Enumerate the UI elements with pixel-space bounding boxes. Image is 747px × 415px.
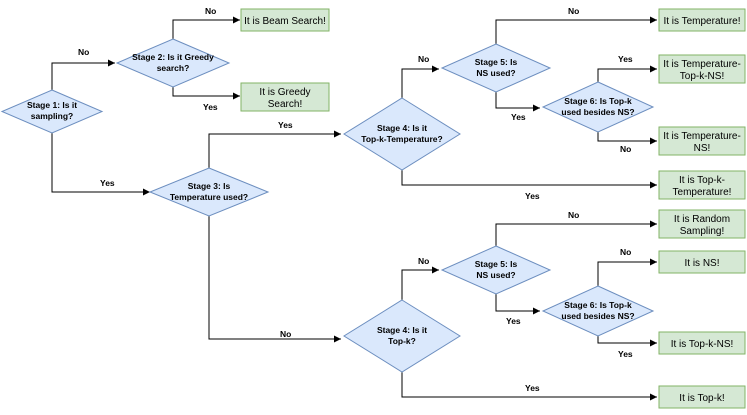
result-temperature-topk-ns: It is Temperature-Top-k-NS!	[658, 54, 746, 84]
edge-label-s6a-yes: Yes	[618, 54, 633, 64]
svg-text:It is Top-k-Temperature!: It is Top-k-Temperature!	[673, 175, 732, 198]
edge-s1-no	[51, 59, 115, 90]
result-topk-temperature: It is Top-k-Temperature!	[658, 170, 746, 200]
edge-s1-yes	[51, 133, 150, 196]
edge-label-s6b-no: No	[620, 247, 631, 257]
edge-s5a-no	[495, 16, 657, 44]
edge-label-s5a-no: No	[568, 6, 579, 16]
edge-label-s3-yes: Yes	[278, 120, 293, 130]
result-temperature-ns: It is Temperature-NS!	[658, 126, 746, 156]
edge-s4b-yes	[401, 372, 657, 401]
edge-label-s5b-yes: Yes	[506, 316, 521, 326]
svg-text:It is Temperature-NS!: It is Temperature-NS!	[663, 131, 741, 154]
edge-label-s2-no: No	[205, 6, 216, 16]
edge-label-s1-no: No	[78, 47, 89, 57]
result-topk: It is Top-k!	[658, 385, 746, 409]
edge-s3-no	[208, 216, 341, 343]
edge-label-s6a-no: No	[620, 144, 631, 154]
edge-s6b-no	[597, 258, 657, 286]
edge-label-s4a-no: No	[418, 54, 429, 64]
edge-s2-yes	[172, 87, 240, 100]
svg-text:It is NS!: It is NS!	[684, 258, 719, 269]
edge-label-s4b-yes: Yes	[525, 383, 540, 393]
edge-label-s1-yes: Yes	[100, 178, 115, 188]
edge-label-s2-yes: Yes	[203, 102, 218, 112]
edge-s3-yes	[208, 130, 341, 168]
edge-label-s5b-no: No	[568, 210, 579, 220]
edge-label-s5a-yes: Yes	[511, 112, 526, 122]
edge-s6a-yes	[597, 65, 657, 82]
edge-label-s6b-yes: Yes	[618, 349, 633, 359]
edge-s5a-yes	[495, 92, 540, 112]
edge-label-s4b-no: No	[418, 256, 429, 266]
edge-s4a-no	[401, 65, 439, 98]
result-temperature: It is Temperature!	[658, 8, 746, 32]
svg-text:It is Beam Search!: It is Beam Search!	[244, 16, 326, 27]
svg-text:It is Temperature-Top-k-NS!: It is Temperature-Top-k-NS!	[663, 59, 741, 82]
svg-text:It is Top-k!: It is Top-k!	[679, 393, 724, 404]
svg-text:It is Top-k-NS!: It is Top-k-NS!	[671, 339, 734, 350]
edge-s4a-yes	[401, 170, 657, 189]
edge-label-s4a-yes: Yes	[525, 191, 540, 201]
result-beam-search: It is Beam Search!	[240, 8, 330, 32]
edge-s6b-yes	[597, 336, 657, 347]
edge-label-s3-no: No	[280, 329, 291, 339]
edge-s2-no	[172, 16, 240, 39]
edge-s5b-yes	[495, 294, 540, 315]
edge-s5b-no	[495, 220, 657, 246]
svg-text:It is Temperature!: It is Temperature!	[663, 16, 740, 27]
result-topk-ns: It is Top-k-NS!	[658, 331, 746, 355]
result-ns: It is NS!	[658, 250, 746, 274]
edge-s6a-no	[597, 132, 657, 145]
edge-s4b-no	[401, 266, 439, 300]
